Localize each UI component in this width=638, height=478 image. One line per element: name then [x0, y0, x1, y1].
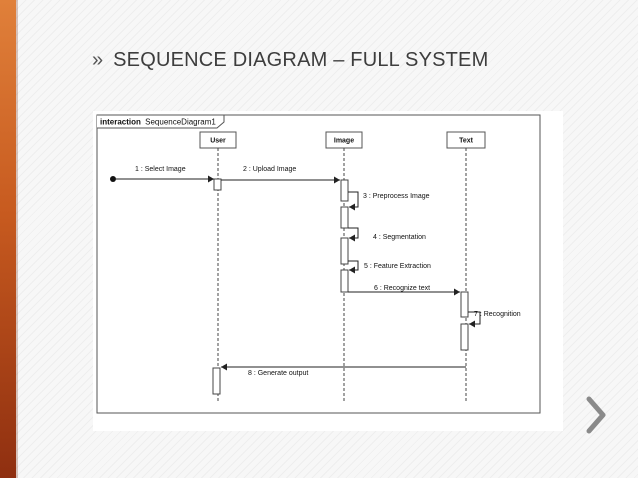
message-label-3: 3 : Preprocess Image — [363, 193, 430, 200]
activation-image-1 — [340, 179, 349, 202]
slide-title-row: » SEQUENCE DIAGRAM – FULL SYSTEM — [92, 45, 488, 75]
sequence-diagram: interaction SequenceDiagram1 User Image … — [96, 114, 541, 414]
frame-label: interaction SequenceDiagram1 — [100, 118, 216, 127]
activation-image-3 — [340, 237, 349, 265]
title-bullet-icon: » — [92, 48, 104, 71]
diagram-frame — [96, 114, 541, 414]
lifeline-label-text: Text — [459, 138, 474, 145]
accent-band-edge — [16, 0, 18, 478]
activation-image-4 — [340, 269, 349, 293]
activation-image-2 — [340, 206, 349, 229]
lifeline-label-image: Image — [334, 138, 354, 145]
next-slide-button[interactable] — [585, 395, 609, 435]
lifeline-label-user: User — [210, 138, 226, 145]
message-label-7: 7 : Recognition — [474, 311, 521, 318]
message-label-5: 5 : Feature Extraction — [364, 263, 431, 270]
activation-text-2 — [460, 323, 469, 351]
frame-tab — [97, 114, 225, 129]
message-arrow-7 — [468, 311, 481, 328]
message-label-6: 6 : Recognize text — [374, 285, 430, 292]
diagram-panel: interaction SequenceDiagram1 User Image … — [93, 111, 563, 431]
slide-title: SEQUENCE DIAGRAM – FULL SYSTEM — [113, 48, 489, 71]
accent-band — [0, 0, 16, 478]
message-label-8: 8 : Generate output — [248, 370, 308, 377]
message-label-2: 2 : Upload Image — [243, 166, 296, 173]
chevron-right-icon — [586, 396, 606, 434]
activation-user-1 — [213, 178, 222, 191]
message-label-4: 4 : Segmentation — [373, 234, 426, 241]
message-arrow-5 — [348, 260, 359, 274]
message-label-1: 1 : Select Image — [135, 166, 186, 173]
message-arrow-3 — [348, 191, 359, 211]
message-arrow-4 — [348, 227, 359, 242]
activation-text-1 — [460, 291, 469, 318]
activation-user-2 — [212, 367, 221, 395]
found-message-start — [110, 176, 116, 182]
